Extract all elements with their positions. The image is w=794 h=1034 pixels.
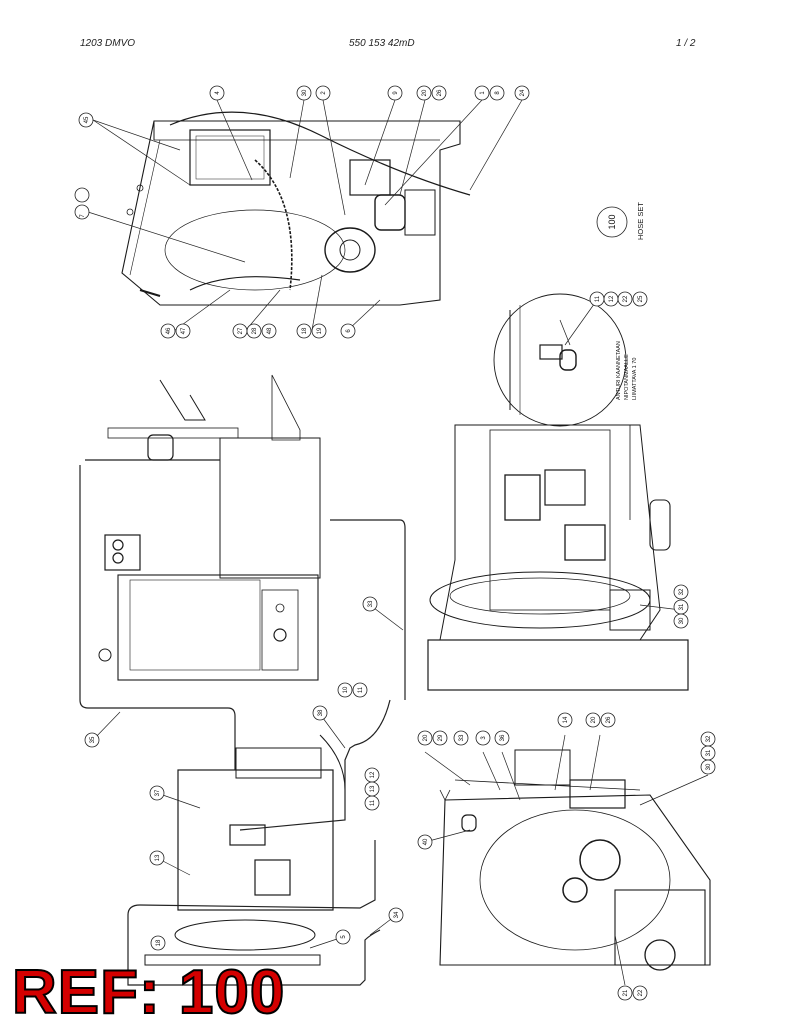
callout: 8: [495, 91, 501, 95]
callout: 30: [679, 617, 685, 624]
callout: 32: [706, 735, 712, 742]
bottom-right-callouts: [424, 734, 709, 986]
ref-label: REF: 100: [11, 958, 286, 1027]
callout: 5: [341, 935, 347, 939]
callout: 34: [394, 911, 400, 918]
callout: 22: [623, 295, 629, 302]
bottom-right-drawing: [439, 749, 711, 971]
callout: 18: [302, 327, 308, 334]
top-assembly-drawing: [121, 111, 471, 306]
callout: 12: [609, 295, 615, 302]
callout-bubbles: 45 7 48 4 30 2 9 20 26 1 8 24 46 47 27 28…: [74, 85, 716, 1001]
callout: 36: [500, 734, 506, 741]
left-callouts: [92, 604, 404, 949]
detail-callouts: [564, 299, 598, 346]
callout: 1: [480, 91, 486, 95]
callout: 9: [393, 91, 399, 95]
callout: 30: [302, 89, 308, 96]
callout: 19: [317, 327, 323, 334]
hose-set-number: 100: [607, 214, 617, 229]
callout: 20: [422, 89, 428, 96]
callout: 11: [370, 799, 376, 806]
callout: 46: [166, 327, 172, 334]
callout: 35: [90, 736, 96, 743]
hose-set-marker: 100 HOSE SET: [596, 202, 645, 240]
callout: 31: [706, 749, 712, 756]
callout: 18: [156, 939, 162, 946]
callout: 12: [370, 771, 376, 778]
callout: 26: [606, 716, 612, 723]
callout: 10: [343, 686, 349, 693]
callout: 33: [368, 600, 374, 607]
left-assembly-drawing: [98, 374, 346, 966]
callout: 21: [623, 989, 629, 996]
callout: 38: [318, 709, 324, 716]
sensor-note: ANTURI KAANNETAAN NIPOTANMAALLE LIIMATTA…: [616, 341, 638, 400]
callout: 13: [370, 785, 376, 792]
callout: 22: [638, 989, 644, 996]
sensor-note-line-3: LIIMATTAVA 1 70: [632, 358, 638, 400]
hose-lines: [79, 459, 406, 986]
callout: 14: [563, 716, 569, 723]
callout: 25: [638, 295, 644, 302]
callout: 27: [238, 327, 244, 334]
callout: 32: [679, 588, 685, 595]
callout: 45: [84, 116, 90, 123]
callout: 2: [321, 91, 327, 95]
top-callouts: [87, 99, 523, 331]
callout: 28: [252, 327, 258, 334]
header-page-number: 1 / 2: [676, 38, 696, 49]
callout: 37: [155, 789, 161, 796]
hose-set-label: HOSE SET: [636, 202, 645, 240]
sensor-note-line-1: ANTURI KAANNETAAN: [616, 341, 622, 400]
callout: 7: [80, 214, 86, 218]
callout: 29: [438, 734, 444, 741]
callout: 20: [591, 716, 597, 723]
header-doc-code: 1203 DMVO: [80, 38, 136, 49]
callout: 4: [215, 91, 221, 95]
sensor-note-line-2: NIPOTANMAALLE: [624, 354, 630, 400]
callout: 40: [423, 838, 429, 845]
callout: 31: [679, 603, 685, 610]
callout: 26: [437, 89, 443, 96]
sensor-detail-view: [493, 293, 627, 427]
callout: 11: [595, 295, 601, 302]
right-middle-drawing: [427, 424, 689, 691]
callout: 11: [358, 686, 364, 693]
callout: 47: [181, 327, 187, 334]
callout: 20: [423, 734, 429, 741]
callout: 24: [520, 89, 526, 96]
callout: 6: [346, 329, 352, 333]
callout: 48: [267, 327, 273, 334]
callout: 30: [706, 763, 712, 770]
header-part-number: 550 153 42mD: [349, 38, 415, 49]
callout: 33: [459, 734, 465, 741]
callout: 13: [155, 854, 161, 861]
callout: 3: [481, 736, 487, 740]
